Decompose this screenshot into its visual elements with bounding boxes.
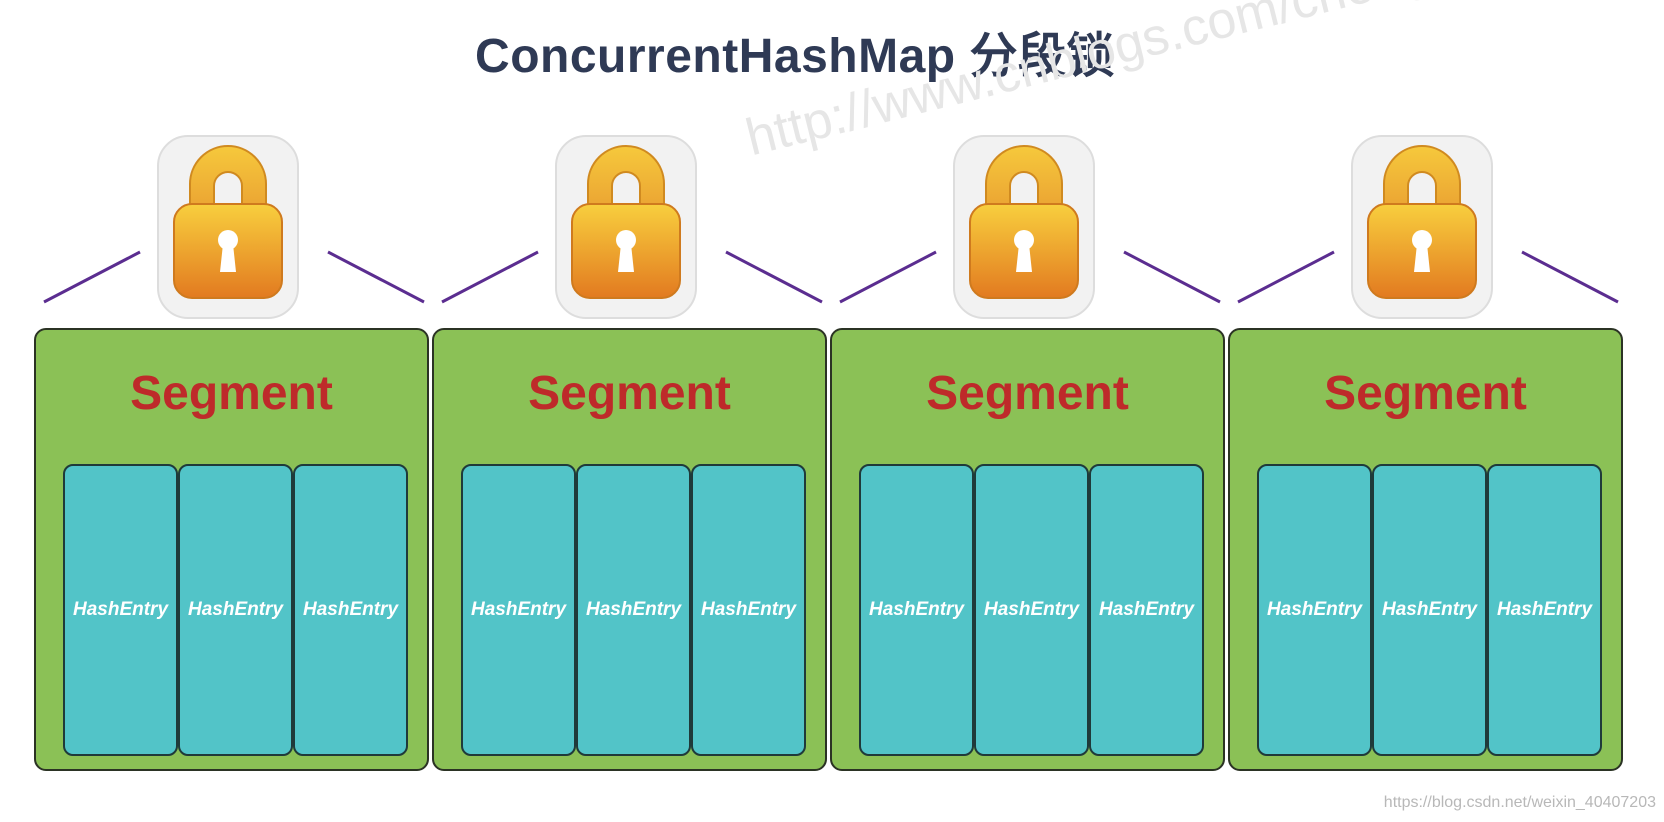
hash-entry-label: HashEntry	[470, 599, 567, 620]
hash-entry-label: HashEntry	[1266, 599, 1363, 620]
padlock-icon	[154, 130, 302, 320]
hash-entry: HashEntry	[293, 464, 408, 756]
lock-connector	[839, 250, 1221, 304]
hash-entry: HashEntry	[1372, 464, 1487, 756]
connector-line	[1237, 250, 1335, 304]
connector-line	[43, 250, 141, 304]
padlock-icon	[1348, 130, 1496, 320]
segment-label: Segment	[1324, 367, 1527, 420]
hash-entry-label: HashEntry	[700, 599, 797, 620]
hash-entry-label: HashEntry	[72, 599, 169, 620]
hash-entry-label: HashEntry	[1381, 599, 1478, 620]
hash-entry-group: HashEntry HashEntry HashEntry	[859, 464, 1204, 756]
segment-label: Segment	[130, 367, 333, 420]
hash-entry-group: HashEntry HashEntry HashEntry	[63, 464, 408, 756]
hash-entry: HashEntry	[1089, 464, 1204, 756]
hash-entry: HashEntry	[63, 464, 178, 756]
connector-line	[441, 250, 539, 304]
connector-line	[1123, 250, 1221, 304]
hash-entry: HashEntry	[859, 464, 974, 756]
hash-entry: HashEntry	[691, 464, 806, 756]
hash-entry-group: HashEntry HashEntry HashEntry	[1257, 464, 1602, 756]
hash-entry-label: HashEntry	[187, 599, 284, 620]
connector-line	[839, 250, 937, 304]
hash-entry-label: HashEntry	[302, 599, 399, 620]
hash-entry: HashEntry	[576, 464, 691, 756]
lock-connector	[1237, 250, 1619, 304]
connector-line	[327, 250, 425, 304]
padlock-icon	[950, 130, 1098, 320]
footer-url: https://blog.csdn.net/weixin_40407203	[1383, 794, 1656, 811]
hash-entry-label: HashEntry	[585, 599, 682, 620]
segment-label: Segment	[528, 367, 731, 420]
hash-entry: HashEntry	[974, 464, 1089, 756]
hash-entry: HashEntry	[1487, 464, 1602, 756]
hash-entry-label: HashEntry	[1098, 599, 1195, 620]
hash-entry-label: HashEntry	[868, 599, 965, 620]
hash-entry: HashEntry	[1257, 464, 1372, 756]
hash-entry: HashEntry	[461, 464, 576, 756]
connector-line	[725, 250, 823, 304]
segment-label: Segment	[926, 367, 1129, 420]
hash-entry-label: HashEntry	[983, 599, 1080, 620]
lock-connector	[441, 250, 823, 304]
diagram-title: ConcurrentHashMap 分段锁	[475, 30, 1115, 83]
padlock-icon	[552, 130, 700, 320]
hash-entry-label: HashEntry	[1496, 599, 1593, 620]
hash-entry: HashEntry	[178, 464, 293, 756]
connector-line	[1521, 250, 1619, 304]
hash-entry-group: HashEntry HashEntry HashEntry	[461, 464, 806, 756]
lock-connector	[43, 250, 425, 304]
